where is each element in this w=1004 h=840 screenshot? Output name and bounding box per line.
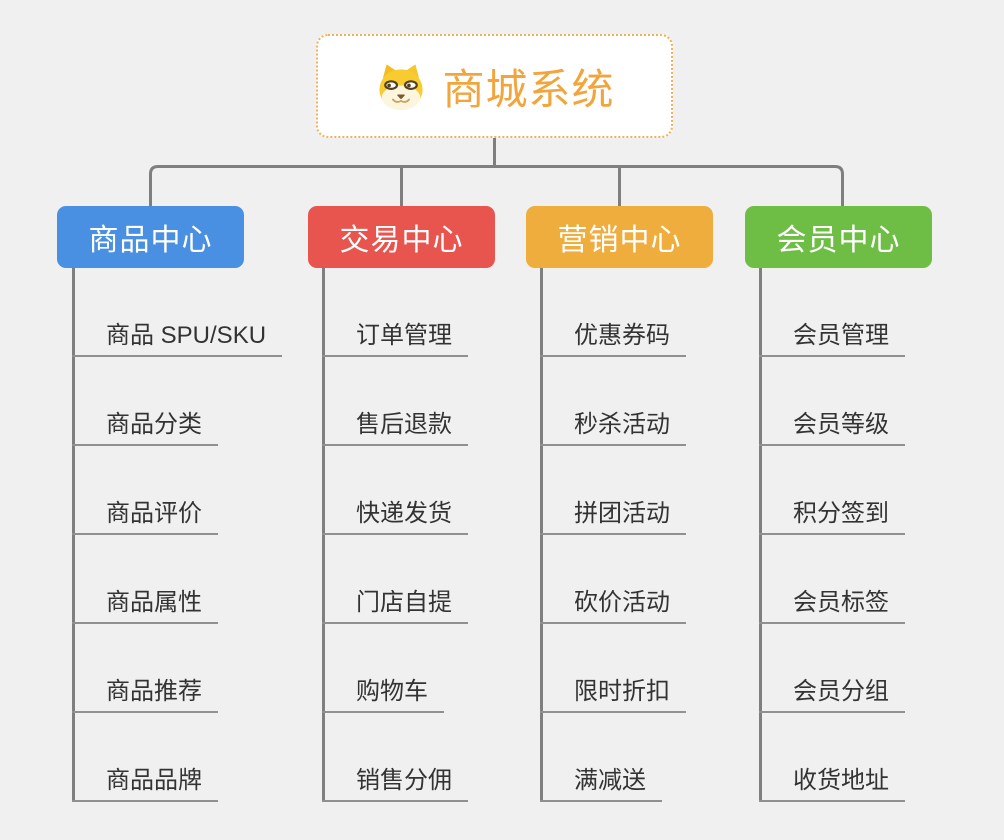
- branch-node-member-center[interactable]: 会员中心: [745, 206, 932, 268]
- branch-label: 商品中心: [88, 224, 213, 257]
- child-node[interactable]: 商品品牌: [72, 766, 218, 802]
- child-node[interactable]: 拼团活动: [540, 499, 686, 535]
- child-node[interactable]: 积分签到: [759, 499, 905, 535]
- root-node-label: 商城系统: [442, 65, 615, 113]
- branch-node-product-center[interactable]: 商品中心: [57, 206, 244, 268]
- branch-rail: [149, 165, 844, 206]
- branch-node-marketing-center[interactable]: 营销中心: [526, 206, 713, 268]
- child-node[interactable]: 会员管理: [759, 321, 905, 357]
- child-node[interactable]: 商品评价: [72, 499, 218, 535]
- root-node[interactable]: 商城系统: [316, 34, 673, 138]
- branch-label: 会员中心: [776, 224, 901, 257]
- child-node[interactable]: 优惠券码: [540, 321, 686, 357]
- child-node[interactable]: 购物车: [322, 677, 444, 713]
- child-node[interactable]: 门店自提: [322, 588, 468, 624]
- child-node[interactable]: 会员标签: [759, 588, 905, 624]
- child-node[interactable]: 商品推荐: [72, 677, 218, 713]
- child-node[interactable]: 订单管理: [322, 321, 468, 357]
- dog-face-icon: [379, 64, 424, 110]
- child-node[interactable]: 商品 SPU/SKU: [72, 321, 283, 357]
- child-node[interactable]: 商品分类: [72, 410, 218, 446]
- branch-node-trade-center[interactable]: 交易中心: [308, 206, 495, 268]
- child-node[interactable]: 满减送: [540, 766, 662, 802]
- branch-label: 营销中心: [557, 224, 682, 257]
- child-node[interactable]: 会员等级: [759, 410, 905, 446]
- child-node[interactable]: 快递发货: [322, 499, 468, 535]
- child-node[interactable]: 销售分佣: [322, 766, 468, 802]
- child-node[interactable]: 售后退款: [322, 410, 468, 446]
- child-node[interactable]: 会员分组: [759, 677, 905, 713]
- child-node[interactable]: 商品属性: [72, 588, 218, 624]
- child-node[interactable]: 秒杀活动: [540, 410, 686, 446]
- branch-label: 交易中心: [339, 224, 464, 257]
- child-node[interactable]: 砍价活动: [540, 588, 686, 624]
- child-node[interactable]: 限时折扣: [540, 677, 686, 713]
- child-node[interactable]: 收货地址: [759, 766, 905, 802]
